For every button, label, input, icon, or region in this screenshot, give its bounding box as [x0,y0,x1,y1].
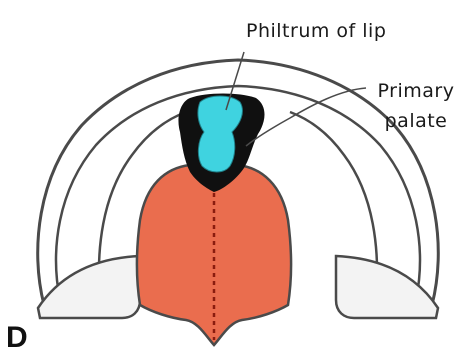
panel-letter: D [6,322,28,354]
left-lower-lobe [38,256,140,318]
primary-palate-label: Primary palate [362,76,470,136]
right-lower-lobe [336,256,438,318]
philtrum-label: Philtrum of lip [246,20,386,42]
primary-palate-label-line2: palate [362,106,470,136]
primary-palate-label-line1: Primary [362,76,470,106]
